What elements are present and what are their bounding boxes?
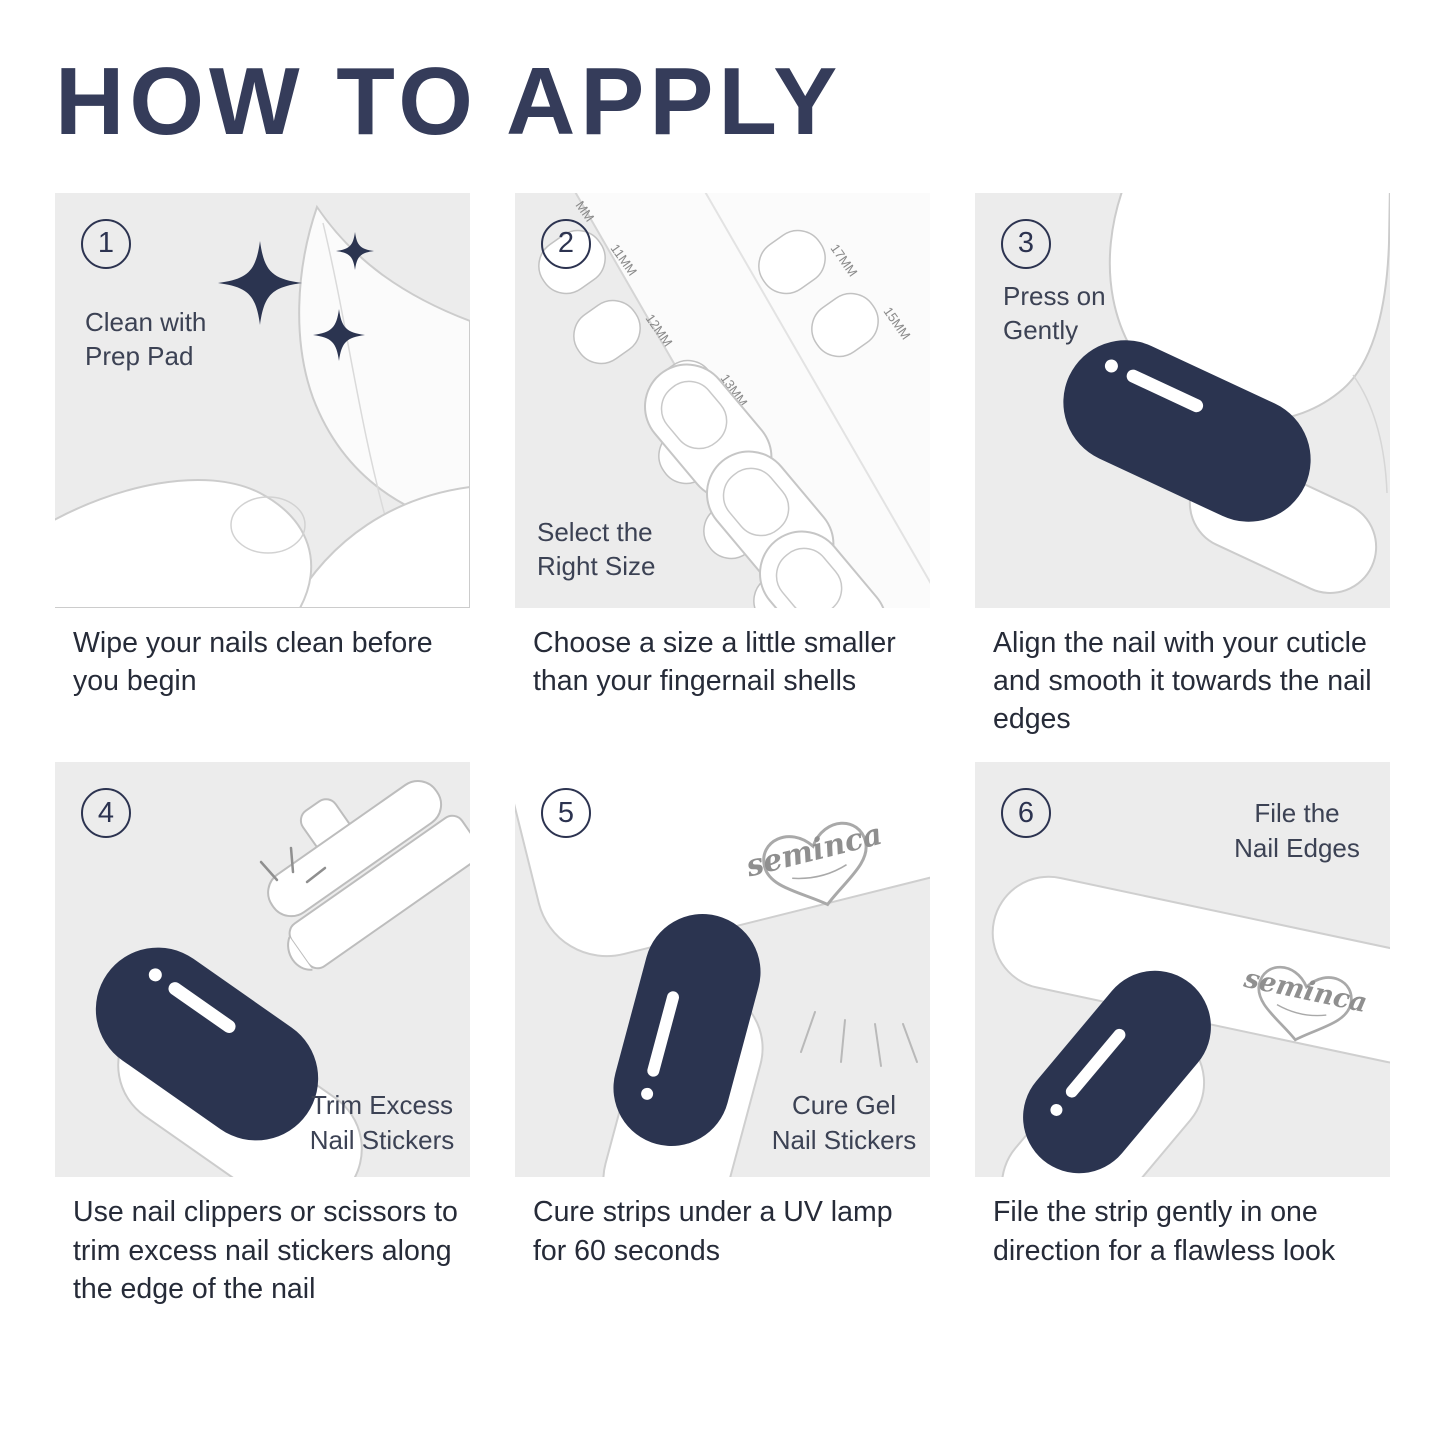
step-label-line: Trim Excess — [310, 1090, 454, 1121]
step-6: 6 File the Nail Edges File the strip gen… — [975, 762, 1390, 1308]
step-caption: Align the nail with your cuticle and smo… — [993, 626, 1372, 736]
step-1-panel: 1 Clean with Prep Pad — [55, 192, 470, 608]
step-5-illustration: seminca — [515, 762, 930, 1178]
step-label: File the Nail Edges — [1215, 796, 1379, 865]
step-caption: Choose a size a little smaller than your… — [533, 626, 896, 697]
nail-sticker-shape — [1023, 971, 1211, 1174]
step-label-line: Nail Edges — [1234, 832, 1360, 863]
step-number: 6 — [1017, 796, 1035, 829]
step-label: Trim Excess Nail Stickers — [301, 1088, 463, 1157]
step-number: 4 — [97, 796, 115, 829]
step-label: Clean with Prep Pad — [85, 305, 206, 374]
step-number: 1 — [97, 227, 115, 260]
step-label: Press on Gently — [1003, 279, 1106, 348]
step-label-line: Press on — [1003, 280, 1106, 311]
step-3-illustration — [1063, 192, 1390, 594]
prep-pad-shape — [289, 204, 470, 608]
step-label-line: Select the — [537, 516, 653, 547]
step-caption: Cure strips under a UV lamp for 60 secon… — [533, 1196, 893, 1267]
step-3: 3 Press on Gently Align the nail with yo… — [975, 192, 1390, 739]
step-1-illustration — [55, 204, 470, 608]
step-2-panel: MM 11MM 12MM 13MM 14 MM 15.5MM 16.5MM 17… — [515, 192, 930, 608]
step-label-line: Prep Pad — [85, 341, 194, 372]
step-6-illustration — [991, 876, 1390, 1178]
step-label-line: Nail Stickers — [309, 1124, 455, 1155]
step-label-line: Cure Gel — [791, 1090, 897, 1121]
step-label-line: File the — [1254, 798, 1340, 829]
nail-clipper-icon — [267, 780, 470, 972]
step-3-panel: 3 Press on Gently — [975, 192, 1390, 608]
uv-lamp-shape — [515, 762, 930, 958]
step-label-line: Right Size — [537, 551, 656, 582]
step-4-illustration — [95, 780, 470, 1178]
step-caption: Wipe your nails clean before you begin — [73, 626, 433, 697]
step-1: 1 Clean with Prep Pad Wipe your nails cl… — [55, 192, 470, 739]
step-5: seminca — [515, 762, 930, 1308]
nail-sticker-shape — [95, 947, 319, 1141]
light-rays — [800, 1011, 918, 1068]
step-2-illustration: MM 11MM 12MM 13MM 14 MM 15.5MM 16.5MM 17… — [527, 192, 930, 608]
nail-sticker-shape — [1063, 340, 1311, 522]
step-number-badge: 2 — [541, 218, 591, 269]
step-number: 3 — [1017, 227, 1035, 260]
step-number-badge: 6 — [1001, 788, 1051, 839]
step-number-badge: 4 — [81, 788, 131, 839]
step-number-badge: 1 — [81, 218, 131, 269]
step-number-badge: 3 — [1001, 218, 1051, 269]
finger-shape — [55, 478, 313, 608]
step-label-line: Nail Stickers — [771, 1124, 917, 1155]
page-title: HOW TO APPLY — [55, 48, 843, 155]
step-number: 2 — [557, 227, 575, 260]
step-caption: Use nail clippers or scissors to trim ex… — [73, 1196, 458, 1305]
step-2: MM 11MM 12MM 13MM 14 MM 15.5MM 16.5MM 17… — [515, 192, 930, 739]
step-5-panel: seminca — [515, 762, 930, 1178]
step-label: Cure Gel Nail Stickers — [765, 1088, 923, 1157]
step-6-panel: 6 File the Nail Edges — [975, 762, 1390, 1178]
nail-sticker-shape — [613, 914, 761, 1147]
step-4-panel: 4 Trim Excess Nail Stickers — [55, 762, 470, 1178]
step-label-line: Gently — [1003, 315, 1079, 346]
step-label-line: Clean with — [85, 306, 207, 337]
step-4: 4 Trim Excess Nail Stickers Use nail cli… — [55, 762, 470, 1308]
nail-file-shape — [991, 876, 1390, 1065]
step-label: Select the Right Size — [537, 515, 656, 584]
step-number: 5 — [557, 796, 575, 829]
spark-lines — [259, 847, 327, 884]
steps-grid: 1 Clean with Prep Pad Wipe your nails cl… — [55, 192, 1445, 1308]
step-caption: File the strip gently in one direction f… — [993, 1196, 1336, 1267]
step-number-badge: 5 — [541, 788, 591, 839]
